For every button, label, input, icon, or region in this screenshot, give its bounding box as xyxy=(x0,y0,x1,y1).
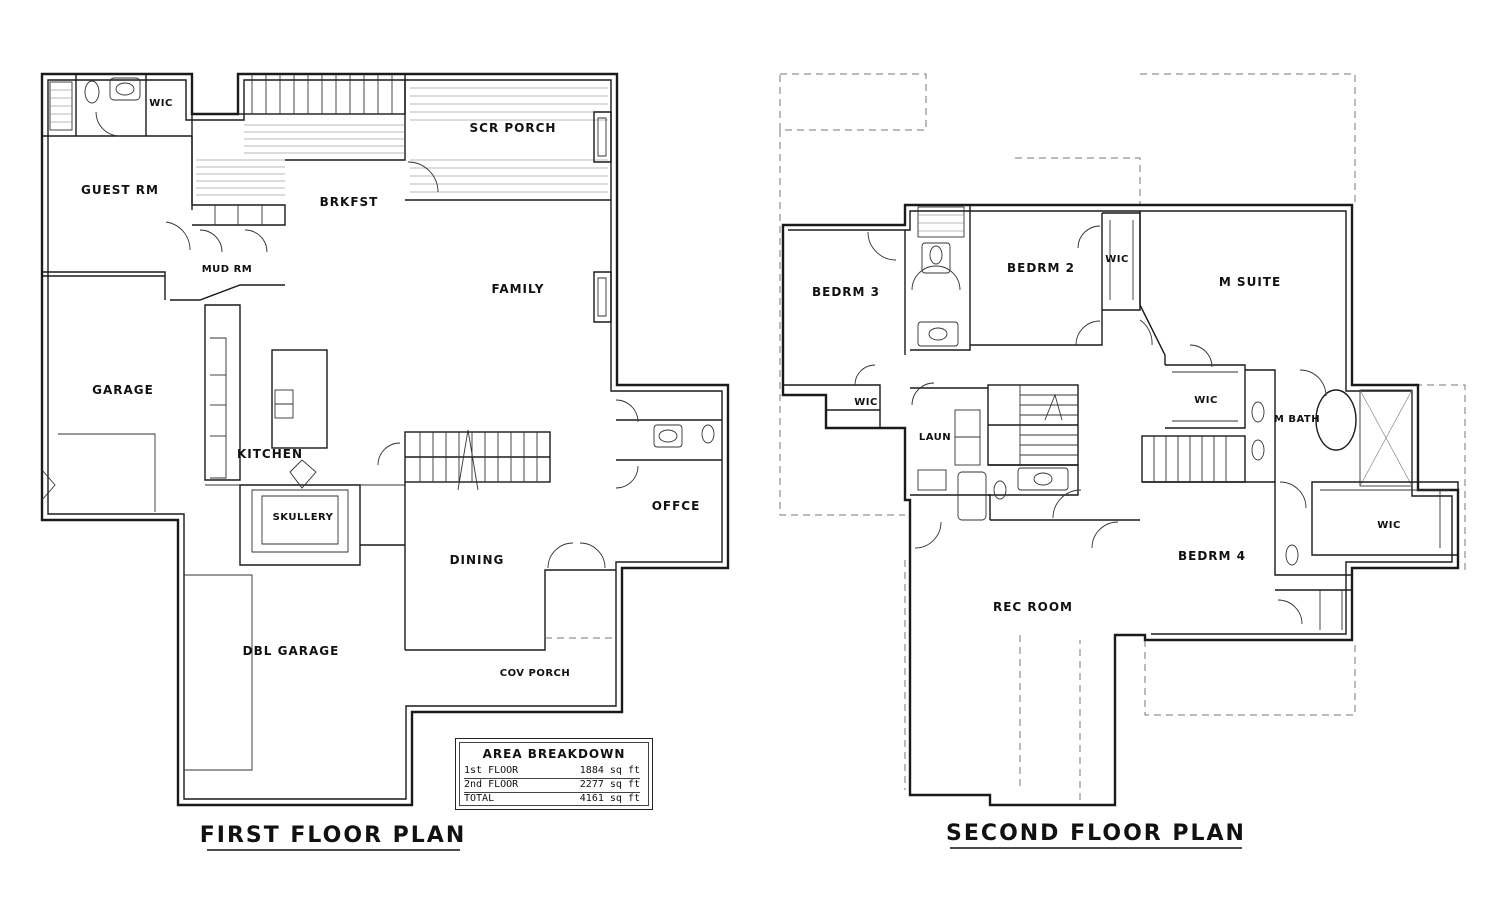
area-breakdown-title: AREA BREAKDOWN xyxy=(482,747,626,761)
area-row-label: 2nd FLOOR xyxy=(464,779,519,790)
label-guest-rm: GUEST RM xyxy=(81,183,159,197)
area-row-label: TOTAL xyxy=(464,793,495,804)
label-bedrm3: BEDRM 3 xyxy=(812,285,880,299)
label-m-suite: M SUITE xyxy=(1219,275,1281,289)
label-scr-porch: SCR PORCH xyxy=(470,121,557,135)
first-floor-labels: WIC SCR PORCH GUEST RM BRKFST MUD RM FAM… xyxy=(81,98,701,679)
label-wic-d: WIC xyxy=(1377,520,1401,531)
second-floor-labels: BEDRM 3 BEDRM 2 WIC M SUITE WIC WIC M BA… xyxy=(812,254,1401,614)
area-breakdown-table: AREA BREAKDOWN 1st FLOOR 1884 sq ft 2nd … xyxy=(455,738,653,810)
second-floor-plan xyxy=(779,73,1466,807)
label-wic-c: WIC xyxy=(1194,395,1218,406)
label-family: FAMILY xyxy=(492,282,545,296)
label-kitchen: KITCHEN xyxy=(237,447,303,461)
label-wic-first: WIC xyxy=(149,98,173,109)
label-dbl-garage: DBL GARAGE xyxy=(243,644,340,658)
area-row-value: 2277 sq ft xyxy=(579,779,640,790)
porch-decking xyxy=(196,87,608,196)
area-row-value: 1884 sq ft xyxy=(579,765,640,776)
label-bedrm4: BEDRM 4 xyxy=(1178,549,1246,563)
label-bedrm2: BEDRM 2 xyxy=(1007,261,1075,275)
label-laun: LAUN xyxy=(919,432,951,443)
area-row-second-floor: 2nd FLOOR 2277 sq ft xyxy=(464,779,640,792)
label-cov-porch: COV PORCH xyxy=(500,668,571,679)
area-row-first-floor: 1st FLOOR 1884 sq ft xyxy=(464,765,640,778)
label-dining: DINING xyxy=(450,553,505,567)
suite-stair xyxy=(1153,436,1227,482)
first-floor-plan xyxy=(40,72,730,807)
area-row-label: 1st FLOOR xyxy=(464,765,519,776)
label-wic-a: WIC xyxy=(1105,254,1129,265)
main-stair xyxy=(419,432,538,482)
label-garage: GARAGE xyxy=(92,383,154,397)
area-row-value: 4161 sq ft xyxy=(579,793,640,804)
label-offce: OFFCE xyxy=(652,499,701,513)
label-skullery: SKULLERY xyxy=(273,512,334,523)
area-row-divider xyxy=(464,792,640,793)
label-m-bath: M BATH xyxy=(1274,414,1320,425)
area-row-total: TOTAL 4161 sq ft xyxy=(464,793,640,806)
area-row-divider xyxy=(464,778,640,779)
label-brkfst: BRKFST xyxy=(320,195,379,209)
label-wic-b: WIC xyxy=(854,397,878,408)
first-floor-title: FIRST FLOOR PLAN xyxy=(200,823,467,848)
area-breakdown-frame xyxy=(459,742,649,806)
upper-stair xyxy=(1019,385,1078,465)
second-floor-title: SECOND FLOOR PLAN xyxy=(946,821,1246,846)
label-rec-room: REC ROOM xyxy=(993,600,1073,614)
label-mud-rm: MUD RM xyxy=(202,264,253,275)
back-stairs xyxy=(251,74,393,114)
